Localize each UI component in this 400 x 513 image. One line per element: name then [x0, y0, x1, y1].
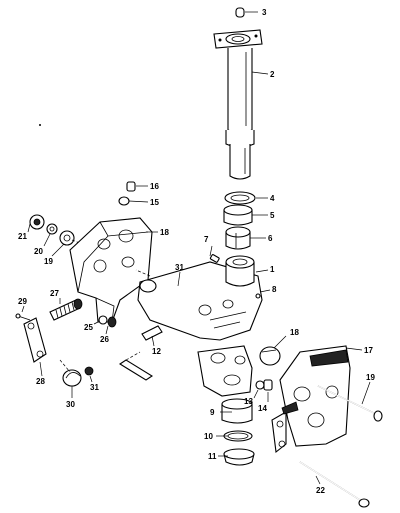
- callout-2: 2: [270, 70, 275, 79]
- callout-26: 27: [50, 289, 59, 298]
- part-24-washer: [98, 315, 108, 325]
- callout-21: 21: [18, 232, 27, 241]
- callout-29: 30: [66, 400, 75, 409]
- part-28-screw: [15, 313, 31, 321]
- lower-housing: [197, 345, 253, 397]
- part-29-spring: [59, 359, 82, 387]
- callout-25: 26: [100, 335, 109, 344]
- part-14-lower-screw: [263, 379, 273, 391]
- callout-5: 5: [270, 211, 275, 220]
- callout-16: 18: [160, 228, 169, 237]
- part-31-bolt: [84, 366, 94, 376]
- callout-10: 10: [204, 432, 213, 441]
- callout-17: 19: [366, 373, 375, 382]
- part-12-pin: [141, 325, 163, 341]
- leader-lines: [21, 11, 371, 485]
- stray-dot: [39, 124, 41, 126]
- part-26-threaded-stud: [49, 298, 83, 321]
- part-5-bushing: [223, 204, 253, 226]
- callout-20: 20: [34, 247, 43, 256]
- part-20-washer: [46, 223, 58, 235]
- callout-18: 18: [290, 328, 299, 337]
- part-3-pin: [235, 7, 245, 18]
- part-8-screw: [255, 293, 261, 299]
- part-13-lower-nut: [255, 380, 265, 390]
- callout-19: 19: [44, 257, 53, 266]
- part-17-long-bolt: [317, 385, 383, 422]
- part-25-nut: [107, 316, 117, 328]
- cross-shaft: [118, 351, 154, 381]
- part-4-washer: [224, 191, 256, 205]
- part-22-tilt-pin: [299, 461, 370, 508]
- callout-7: 7: [204, 235, 209, 244]
- callout-9: 9: [210, 408, 215, 417]
- callout-12: 12: [152, 347, 161, 356]
- callout-14-upper: 16: [150, 182, 159, 191]
- part-11-bushing: [223, 448, 255, 466]
- part-6-bushing: [225, 226, 251, 250]
- part-18-lock: [259, 346, 281, 366]
- part-19-washer: [59, 230, 75, 246]
- part-21-nut: [29, 214, 45, 230]
- part-27-link-plate: [23, 317, 47, 363]
- callout-24: 25: [84, 323, 93, 332]
- part-2-swivel-tube: [213, 29, 263, 180]
- callout-31: 31: [90, 383, 99, 392]
- callout-13-lower: 13: [244, 397, 253, 406]
- part-15-right-clamp-bracket: [271, 345, 351, 454]
- part-9-bushing: [221, 398, 253, 424]
- callout-27: 28: [36, 377, 45, 386]
- callout-22: 22: [316, 486, 325, 495]
- callout-4: 4: [270, 194, 275, 203]
- callout-14-lower: 14: [258, 404, 267, 413]
- part-14-upper-screw: [126, 181, 136, 192]
- callout-28: 29: [18, 297, 27, 306]
- callout-30: 31: [175, 263, 184, 272]
- callout-6: 6: [268, 234, 273, 243]
- part-7-pin: [209, 254, 220, 263]
- callout-3: 3: [262, 8, 267, 17]
- callout-labels: 3 2 4 5 6 1 7 8 16 15 18 18 17 19 31 12 …: [18, 8, 375, 495]
- callout-1: 1: [270, 265, 275, 274]
- callout-8: 8: [272, 285, 277, 294]
- part-13-upper-nut: [118, 196, 130, 206]
- part-16-left-clamp-bracket: [69, 217, 153, 323]
- callout-13-upper: 15: [150, 198, 159, 207]
- callout-15: 17: [364, 346, 373, 355]
- callout-11: 11: [208, 452, 217, 461]
- part-10-o-ring: [223, 430, 253, 442]
- part-1-swivel-bracket: [135, 255, 263, 341]
